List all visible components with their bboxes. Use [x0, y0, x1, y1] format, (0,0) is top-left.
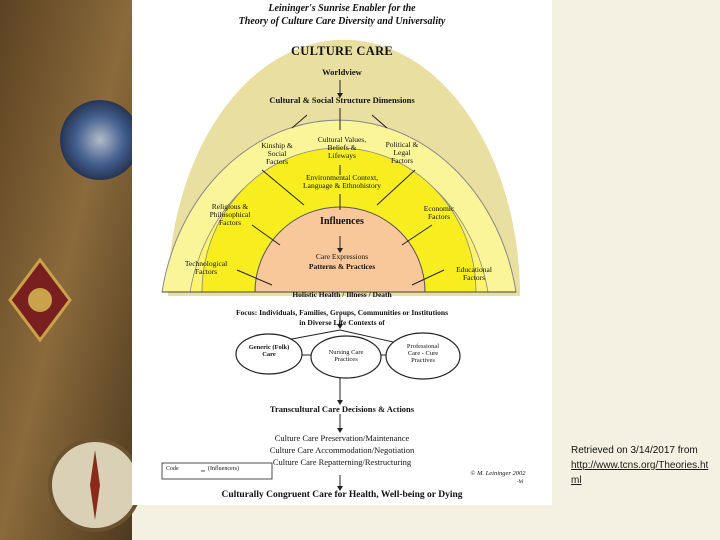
generic-care-oval [235, 333, 303, 375]
sunrise-model-figure: Leininger's Sunrise Enabler for the Theo… [132, 0, 552, 505]
focus-line-1: Focus: Individuals, Families, Groups, Co… [235, 308, 449, 317]
culture-care-heading: CULTURE CARE [290, 44, 394, 58]
accommodation-label: Culture Care Accommodation/Negotiation [269, 445, 415, 455]
religious-factors-label: Religious & Philosophical Factors [209, 202, 251, 227]
compass-needle-icon [90, 450, 100, 520]
focus-line-2: in Diverse Life Contexts of [299, 318, 385, 327]
care-expressions-label: Care Expressions [315, 252, 369, 261]
repatterning-label: Culture Care Repatterning/Restructuring [272, 457, 412, 467]
professional-care-label: Professional Care - Cure Practives [406, 343, 440, 364]
title-line-1: Leininger's Sunrise Enabler for the [268, 3, 416, 14]
professional-care-oval [385, 332, 461, 380]
worldview-label: Worldview [322, 67, 362, 77]
preservation-label: Culture Care Preservation/Maintenance [274, 433, 410, 443]
economic-factors-label: Economic Factors [423, 204, 455, 221]
code-box [161, 462, 273, 480]
arrowheads [337, 93, 343, 491]
nursing-care-oval [310, 335, 382, 379]
patterns-practices-label: Patterns & Practices [308, 262, 376, 271]
citation-link[interactable]: http://www.tcns.org/Theories.html [571, 460, 709, 486]
holistic-health-label: Holistic Health / Illness / Death [292, 290, 392, 299]
title-line-2: Theory of Culture Care Diversity and Uni… [238, 16, 446, 27]
rosette-medal-icon [60, 100, 140, 180]
copyright-sub-label: -M [516, 480, 524, 485]
code-label: Code [166, 466, 179, 472]
cultural-values-label: Cultural Values, Beliefs & Lifeways [317, 135, 367, 160]
citation-text: Retrieved on 3/14/2017 from [571, 445, 698, 456]
educational-factors-label: Educational Factors [456, 265, 492, 282]
cultural-social-label: Cultural & Social Structure Dimensions [269, 95, 415, 105]
slide-right-panel [552, 0, 720, 540]
bottom-outcome-label: Culturally Congruent Care for Health, We… [221, 490, 463, 500]
copyright-label: © M. Leininger 2002 [470, 470, 526, 477]
transcultural-label: Transcultural Care Decisions & Actions [269, 404, 415, 414]
medal-center-icon [28, 288, 52, 312]
generic-care-label: Generic (Folk) Care [248, 344, 290, 358]
political-factors-label: Political & Legal Factors [385, 140, 419, 165]
nursing-care-label: Nursing Care Practices [328, 349, 364, 363]
influences-label: Influences [320, 216, 364, 227]
sunrise-diagram [161, 39, 520, 491]
code-influencers-label: (Influencers) [208, 466, 239, 472]
environmental-context-label: Environmental Context, Language & Ethnoh… [303, 173, 381, 190]
kinship-factors-label: Kinship & Social Factors [261, 141, 293, 166]
technological-factors-label: Technological Factors [184, 259, 228, 276]
citation-caption: Retrieved on 3/14/2017 from http://www.t… [571, 443, 711, 488]
